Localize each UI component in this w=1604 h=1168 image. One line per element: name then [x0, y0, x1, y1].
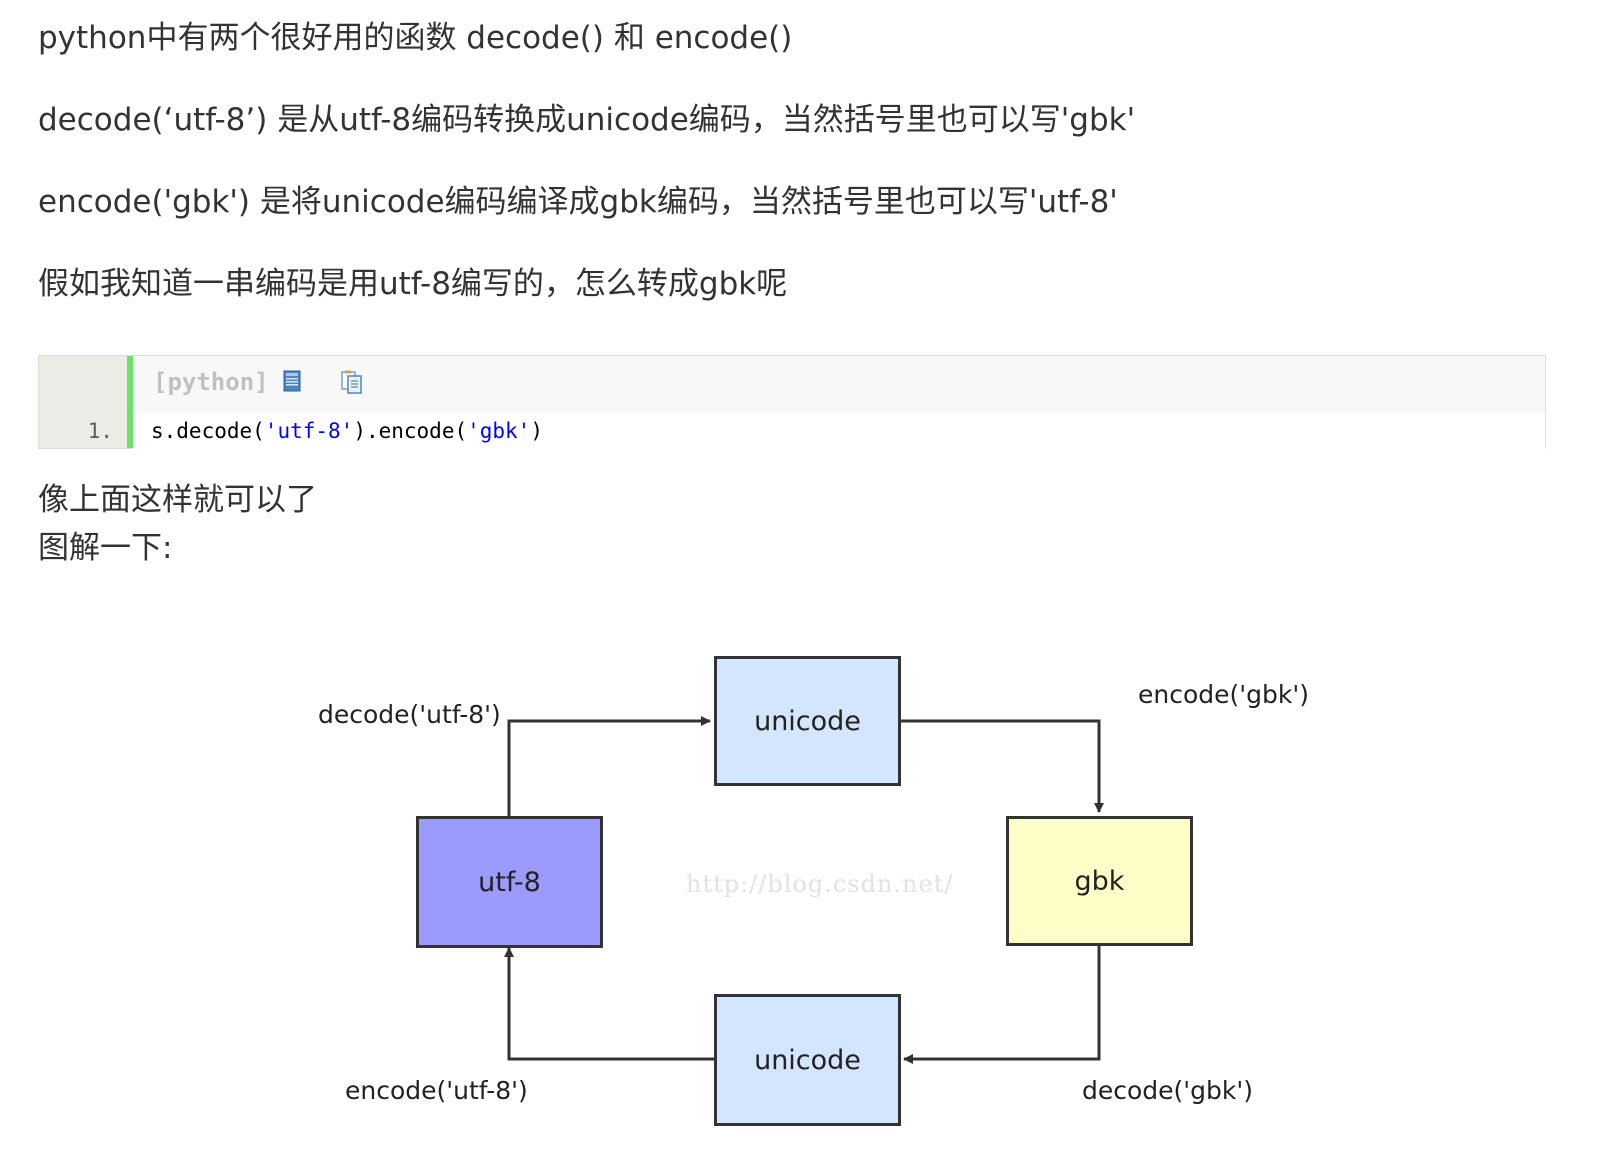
code-block: 1. [python] s.decode('utf-8').encode — [38, 355, 1546, 449]
diagram-arrows — [504, 716, 1104, 1064]
code-prefix: s.decode( — [151, 419, 265, 443]
line-number: 1. — [87, 419, 113, 443]
arrow-encode-utf8 — [504, 947, 714, 1061]
code-line: s.decode('utf-8').encode('gbk') — [133, 413, 1545, 449]
node-unicode-bottom: unicode — [714, 994, 901, 1126]
view-source-icon[interactable] — [283, 370, 301, 392]
node-utf8: utf-8 — [416, 816, 603, 948]
code-string-utf8: 'utf-8' — [264, 419, 354, 443]
paragraph-decode: decode(‘utf-8’) 是从utf-8编码转换成unicode编码，当然… — [38, 102, 1136, 138]
label-decode-utf8: decode('utf-8') — [318, 700, 501, 729]
label-encode-gbk: encode('gbk') — [1138, 680, 1309, 709]
node-gbk: gbk — [1006, 816, 1193, 946]
code-gutter — [39, 356, 127, 448]
watermark: http://blog.csdn.net/ — [686, 870, 954, 898]
code-suffix: ) — [530, 419, 543, 443]
label-decode-gbk: decode('gbk') — [1082, 1076, 1254, 1105]
node-unicode-top: unicode — [714, 656, 901, 786]
paragraph-diagram-intro: 图解一下: — [38, 530, 173, 566]
copy-icon[interactable] — [341, 370, 362, 394]
label-encode-utf8: encode('utf-8') — [345, 1076, 528, 1105]
code-middle: ).encode( — [353, 419, 468, 443]
code-text: s.decode('utf-8').encode('gbk') — [151, 413, 543, 449]
paragraph-done: 像上面这样就可以了 — [38, 482, 317, 518]
code-toolbar: [python] — [133, 356, 1545, 413]
encoding-diagram: unicode utf-8 gbk unicode decode('utf-8'… — [0, 620, 1604, 1150]
arrow-decode-utf8 — [507, 716, 711, 816]
arrow-encode-gbk — [901, 719, 1104, 813]
paragraph-intro: python中有两个很好用的函数 decode() 和 encode() — [38, 20, 793, 56]
code-string-gbk: 'gbk' — [467, 419, 531, 443]
code-language-label: [python] — [153, 368, 269, 396]
arrow-decode-gbk — [903, 946, 1101, 1064]
code-gutter-bar — [127, 356, 133, 448]
paragraph-encode: encode('gbk') 是将unicode编码编译成gbk编码，当然括号里也… — [38, 184, 1118, 220]
paragraph-question: 假如我知道一串编码是用utf-8编写的，怎么转成gbk呢 — [38, 266, 788, 302]
